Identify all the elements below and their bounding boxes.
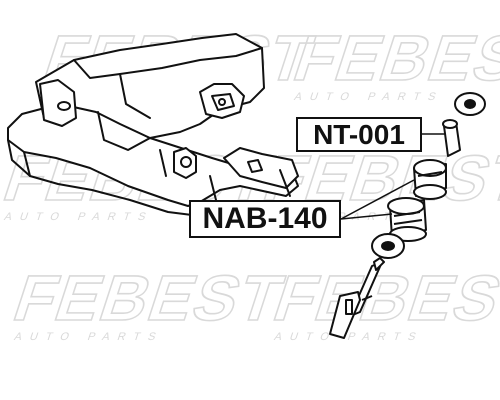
watermark-tagline-text: AUTO PARTS (3, 211, 156, 223)
bracket-plate (329, 291, 361, 339)
part-label-nab-140: NAB-140 (189, 200, 341, 238)
lower-bushing (387, 197, 427, 242)
watermark-brand-text: FEBEST (266, 262, 500, 333)
watermark-tagline-text: AUTO PARTS (273, 331, 426, 343)
top-washer (454, 92, 486, 116)
upper-bushing (413, 159, 447, 200)
bushing-assembly (329, 92, 486, 339)
part-label-nt-001: NT-001 (296, 117, 422, 152)
watermark-tagline-text: AUTO PARTS (13, 331, 166, 343)
lower-washer (371, 233, 405, 259)
watermark-tagline-text: AUTO PARTS (293, 91, 446, 103)
watermark-brand-text: FEBEST (6, 262, 294, 333)
watermark-brand-text: FEBEST (286, 22, 500, 93)
sleeve-part (442, 119, 461, 157)
leader-lines (340, 133, 446, 220)
subframe-drawing (7, 33, 299, 217)
